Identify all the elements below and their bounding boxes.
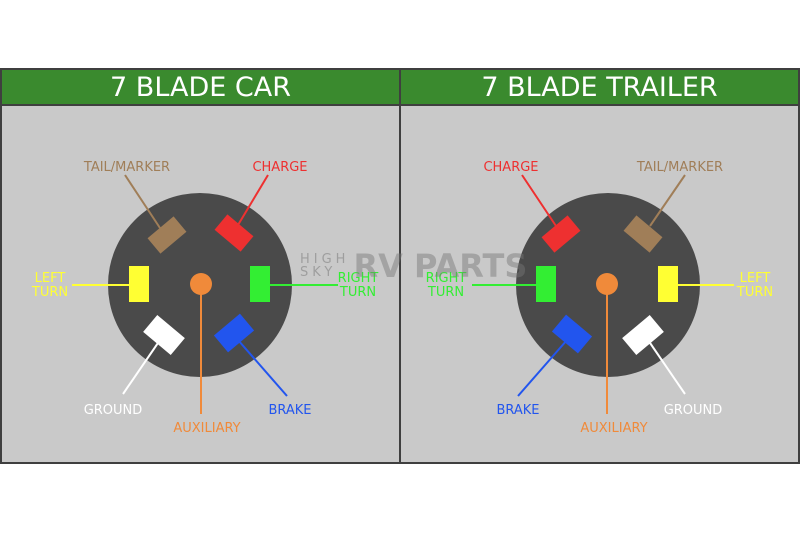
- trailer-tail-marker-wire: [649, 174, 686, 227]
- car-tail-marker-blade: [147, 216, 187, 254]
- trailer-brake-wire: [517, 339, 568, 397]
- trailer-brake-blade: [551, 314, 593, 354]
- car-title: 7 BLADE CAR: [2, 70, 399, 106]
- car-tail-marker-label: TAIL/MARKER: [83, 160, 170, 175]
- car-charge-label: CHARGE: [252, 160, 307, 175]
- trailer-auxiliary-pin: [596, 273, 618, 295]
- trailer-ground-blade: [622, 315, 664, 355]
- car-charge-wire: [237, 174, 269, 226]
- trailer-right-turn-label-1: RIGHT: [426, 271, 467, 286]
- car-auxiliary-label: AUXILIARY: [173, 421, 240, 436]
- trailer-tail-marker-blade: [623, 215, 663, 253]
- trailer-charge-wire: [521, 174, 557, 227]
- car-right-turn-blade: [250, 266, 270, 302]
- car-brake-label: BRAKE: [268, 403, 311, 418]
- trailer-auxiliary-label: AUXILIARY: [580, 421, 647, 436]
- car-brake-wire: [237, 339, 288, 397]
- trailer-right-turn-blade: [536, 266, 556, 302]
- trailer-left-turn-label-2: TURN: [736, 285, 773, 300]
- car-ground-label: GROUND: [84, 403, 143, 418]
- car-right-turn-label-1: RIGHT: [338, 271, 379, 286]
- trailer-right-turn-label-2: TURN: [427, 285, 464, 300]
- trailer-charge-blade: [541, 215, 581, 253]
- trailer-ground-label: GROUND: [664, 403, 723, 418]
- car-left-turn-blade: [129, 266, 149, 302]
- trailer-connector: CHARGE TAIL/MARKER RIGHT TURN LEFT TURN …: [426, 160, 773, 436]
- trailer-left-turn-blade: [658, 266, 678, 302]
- trailer-tail-marker-label: TAIL/MARKER: [636, 160, 723, 175]
- trailer-left-turn-label-1: LEFT: [740, 271, 771, 286]
- trailer-brake-label: BRAKE: [496, 403, 539, 418]
- trailer-charge-label: CHARGE: [483, 160, 538, 175]
- car-tail-marker-wire: [124, 174, 161, 229]
- car-left-turn-label-1: LEFT: [35, 271, 66, 286]
- car-brake-blade: [213, 313, 255, 353]
- car-ground-blade: [143, 315, 185, 355]
- trailer-title: 7 BLADE TRAILER: [401, 70, 798, 106]
- car-charge-blade: [214, 214, 254, 252]
- trailer-ground-wire: [647, 339, 686, 395]
- car-connector: TAIL/MARKER CHARGE LEFT TURN RIGHT TURN …: [31, 160, 378, 436]
- car-right-turn-label-2: TURN: [339, 285, 376, 300]
- car-left-turn-label-2: TURN: [31, 285, 68, 300]
- car-auxiliary-pin: [190, 273, 212, 295]
- car-ground-wire: [122, 339, 161, 395]
